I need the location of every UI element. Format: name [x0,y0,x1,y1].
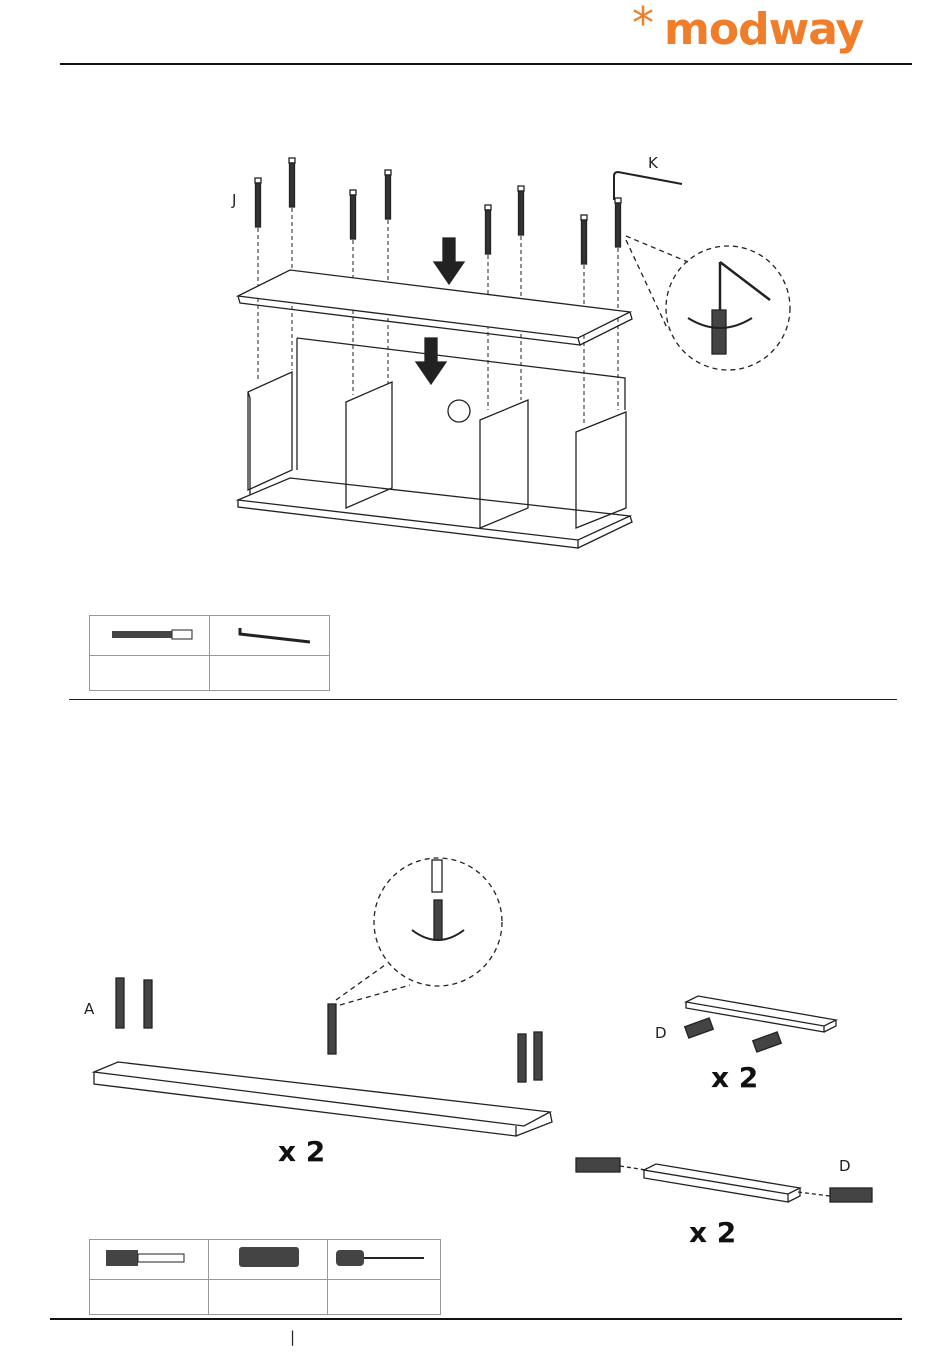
label-cam-bolt-a: A [84,1002,94,1017]
part-cell-screwdriver [328,1240,441,1280]
part-count-bolt [90,656,210,691]
dowel-icon [209,1240,327,1275]
label-dowel-d-bottom: D [839,1159,851,1174]
allen-key-icon [210,616,329,651]
multiplier-crossbar-bottom: x 2 [689,1219,736,1247]
label-dowel-d-top: D [655,1026,667,1041]
part-count-key [210,656,330,691]
parts-table-top [89,615,330,691]
part-cell-dowel [209,1240,328,1280]
footer-rule [50,1318,902,1320]
label-key-k: K [648,156,658,171]
step-top-illustration [0,0,950,700]
bolt-icon [90,616,209,651]
part-cell-key [210,616,330,656]
multiplier-rail: x 2 [278,1138,325,1166]
part-count-dowel [209,1280,328,1315]
multiplier-crossbar-top: x 2 [711,1064,758,1092]
section-divider [69,699,897,700]
screwdriver-icon [328,1240,440,1275]
part-count-screwdriver [328,1280,441,1315]
parts-table-bottom [89,1239,441,1315]
cam-bolt-icon [90,1240,208,1275]
bolt-row [255,158,621,264]
part-count-cam-bolt [90,1280,209,1315]
label-bolt-j: J [232,193,236,208]
footer-divider: | [290,1330,295,1345]
part-cell-cam-bolt [90,1240,209,1280]
part-cell-bolt [90,616,210,656]
